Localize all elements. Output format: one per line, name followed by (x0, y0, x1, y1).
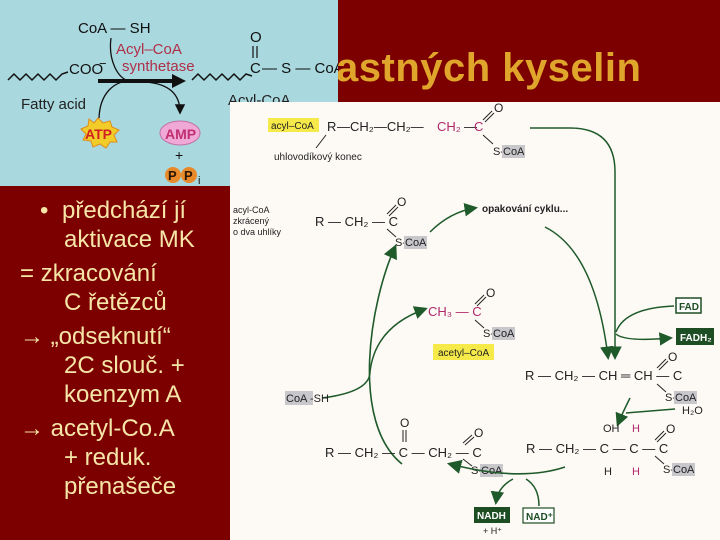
coa-sh-label: CoA (286, 393, 308, 405)
svg-text:C: C (474, 119, 483, 134)
svg-text:i: i (198, 175, 200, 186)
amp-badge (159, 120, 201, 146)
shortened-acyl-formula: R — CH₂ — C (315, 214, 398, 229)
svg-text:—: — (464, 119, 477, 134)
svg-text:CoA: CoA (503, 146, 525, 158)
enzyme-name-line2: synthetase (122, 58, 195, 75)
plus-sign: + (175, 147, 183, 163)
svg-text:zkrácený: zkrácený (233, 216, 270, 226)
fadh2-label: FADH₂ (680, 333, 712, 344)
fad-box (675, 297, 702, 314)
hydrocarbon-end-label: uhlovodíkový konec (274, 152, 362, 163)
acetyl-formula: CH₃ — C (428, 304, 482, 319)
fatty-acid-chain (7, 71, 69, 82)
svg-text:O: O (474, 426, 483, 440)
svg-text:S-: S- (395, 237, 406, 249)
oxidation-arrow (446, 459, 566, 475)
nad-plus-label: NAD⁺ (526, 512, 553, 523)
svg-text:CoA: CoA (481, 465, 503, 477)
amp-output-curve (145, 81, 186, 115)
enzyme-name-line1: Acyl–CoA (116, 41, 182, 58)
nadh-label: NADH (477, 511, 506, 522)
bullet-4: → acetyl-Co.A (20, 415, 175, 442)
enoyl-formula: R — CH₂ — CH ═ CH — C (525, 368, 682, 383)
svg-text:S-: S- (493, 146, 504, 158)
svg-text:—CH₂—CH₂—: —CH₂—CH₂— (337, 119, 424, 134)
fatty-acid-label: Fatty acid (21, 96, 86, 113)
svg-text:CoA: CoA (405, 237, 427, 249)
acyl-chain (191, 72, 253, 82)
svg-text:CoA: CoA (493, 328, 515, 340)
acyl-coa-highlight (268, 118, 319, 132)
atp-badge (80, 117, 120, 149)
svg-text:P: P (168, 168, 177, 183)
fadh2-box (676, 328, 714, 345)
product-oxygen: O (250, 29, 262, 46)
cycle-arrow-right (530, 127, 622, 360)
product-s-coa: — S — CoA (262, 60, 338, 77)
fad-label: FAD (679, 302, 699, 313)
repeat-cycle-arrow (429, 202, 478, 233)
atp-label: ATP (85, 126, 112, 142)
acetyl-coa-highlight (433, 344, 494, 360)
fad-arrow (615, 305, 675, 333)
carboxylate-group: COO (69, 61, 103, 78)
svg-text:CoA: CoA (673, 464, 695, 476)
nadh-arrow (490, 478, 514, 505)
svg-text:O: O (400, 416, 409, 430)
bullet-3: → „odseknutí“ (20, 323, 171, 350)
bullet-1: •předchází jí (40, 197, 187, 224)
bullet-list: •předchází jí aktivace MK = zkracování C… (20, 196, 230, 501)
cycle-arrow-left (368, 244, 403, 465)
svg-text:O: O (668, 350, 677, 364)
acyl-coa-label: acyl–CoA (271, 121, 314, 132)
coa-sh-reactant: CoA — SH (78, 20, 151, 37)
hydration-arrow (615, 397, 631, 427)
nadh-box (474, 507, 510, 523)
svg-text:o dva uhlíky: o dva uhlíky (233, 227, 282, 237)
svg-text:H: H (632, 423, 640, 435)
phosphate-1 (165, 167, 181, 183)
cycle-arrow-inner (544, 226, 614, 360)
svg-text:O: O (397, 195, 406, 209)
svg-text:S-: S- (665, 392, 676, 404)
h2o-label: H₂O (682, 405, 703, 417)
phosphate-2 (181, 167, 197, 183)
svg-text:acyl-CoA: acyl-CoA (233, 205, 270, 215)
svg-text:P: P (184, 168, 193, 183)
nad-input-arrow (525, 478, 540, 507)
coa-input-curve (109, 37, 131, 82)
atp-input-curve (98, 80, 129, 119)
acetyl-release-arrow (321, 306, 428, 399)
repeat-cycle-label: opakování cyklu... (482, 204, 568, 215)
fadh2-arrow (615, 332, 673, 346)
svg-text:H: H (632, 466, 640, 478)
svg-text:CoA: CoA (675, 392, 697, 404)
svg-text:CH₂: CH₂ (437, 119, 461, 134)
svg-text:R: R (327, 119, 336, 134)
nad-plus-box (522, 507, 555, 524)
hydroxyacyl-formula: R — CH₂ — C — C — C (526, 441, 668, 456)
svg-text:O: O (666, 422, 675, 436)
svg-text:-SH: -SH (310, 393, 329, 405)
beta-oxidation-cycle-diagram: acyl–CoA R —CH₂—CH₂— CH₂ — C O S- CoA uh… (230, 102, 720, 540)
product-carbon: C (250, 60, 261, 77)
acetyl-coa-label: acetyl–CoA (438, 348, 489, 359)
svg-text:S-: S- (663, 464, 674, 476)
svg-text:O: O (486, 286, 495, 300)
bullet-2: = zkracování (20, 260, 157, 287)
h2o-input-arrow (625, 408, 676, 414)
slide-title: astných kyselin (336, 46, 642, 90)
amp-label: AMP (165, 126, 196, 142)
svg-text:S-: S- (483, 328, 494, 340)
svg-text:H: H (604, 466, 612, 478)
svg-text:O: O (494, 102, 503, 115)
carboxylate-charge: − (99, 56, 107, 71)
ketoacyl-formula: R — CH₂ — C — CH₂ — C (325, 445, 482, 460)
svg-text:OH: OH (603, 423, 620, 435)
h-plus-label: + H⁺ (483, 526, 502, 536)
reaction-arrowhead (172, 74, 186, 88)
svg-text:S-: S- (471, 465, 482, 477)
